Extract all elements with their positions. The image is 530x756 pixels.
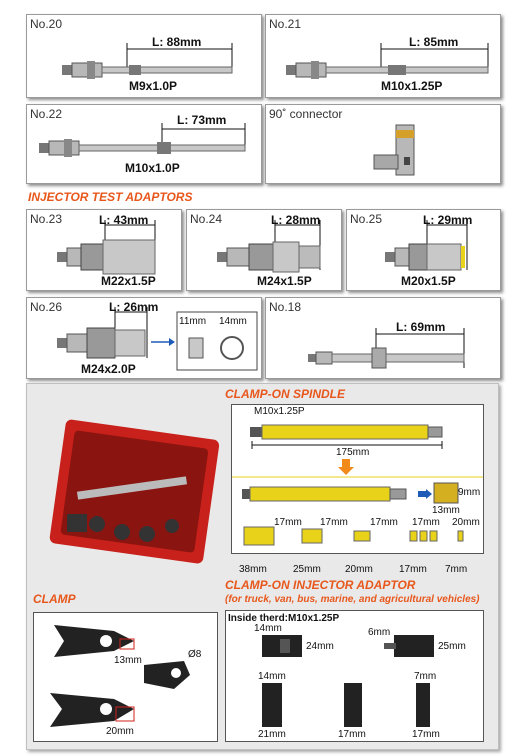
length-label: L: 29mm <box>423 213 473 227</box>
adaptor-dim-3: 6mm <box>368 627 391 638</box>
adaptor-dim-7: 21mm <box>258 729 286 740</box>
adaptor-number: No.20 <box>30 17 63 31</box>
section-title-clamp: CLAMP <box>33 592 76 606</box>
spindle-length: 175mm <box>336 447 370 458</box>
adaptor-no23-image <box>57 220 156 275</box>
thread-label: M10x1.25P <box>381 79 443 93</box>
sleeve-top-2: 17mm <box>320 517 348 528</box>
length-label: L: 73mm <box>177 113 227 127</box>
adaptor-dim-2: 24mm <box>306 641 334 652</box>
adaptor-no25-image <box>385 220 468 271</box>
adaptor-number: No.25 <box>350 212 383 226</box>
adaptor-card-no26: No.26 L: 26mm M24x2.0P 11mm 14mm <box>26 297 262 379</box>
adaptor-card-no22: No.22 L: 73mm M10x1.0P <box>26 104 262 184</box>
thread-label: M9x1.0P <box>129 79 178 93</box>
adaptor-card-no18: No.18 L: 69mm <box>265 297 501 379</box>
sleeve-bottom-1: 38mm <box>239 564 267 575</box>
sleeve-top-5: 20mm <box>452 517 480 528</box>
adaptor-card-no21: No.21 L: 85mm M10x1.25P <box>265 14 501 98</box>
adaptor-no20-image <box>62 43 233 79</box>
thread-label: M10x1.0P <box>125 161 180 175</box>
adaptor-no21-image <box>286 43 489 79</box>
clamp-drawing <box>50 625 190 727</box>
adaptor-dim-4: 25mm <box>438 641 466 652</box>
length-label: L: 26mm <box>109 300 159 314</box>
spindle-drawing <box>232 424 483 546</box>
spindle-dim-b: 13mm <box>432 505 460 516</box>
adaptor-card-no23: No.23 L: 43mm M22x1.5P <box>26 209 182 291</box>
connector-label: 90˚ connector <box>269 107 343 121</box>
clamp-section-panel: CLAMP-ON SPINDLE M10x1.25P 175mm <box>26 383 499 750</box>
spindle-box: M10x1.25P 175mm 9mm 13mm 17 <box>231 404 484 554</box>
adaptor-dim-9: 17mm <box>412 729 440 740</box>
adaptor-number: No.23 <box>30 212 63 226</box>
injector-adaptor-box: Inside therd:M10x1.25P 14mm 24mm 6mm 25m… <box>225 610 484 742</box>
clamp-dim-a: 13mm <box>114 655 142 666</box>
clamp-dim-b: 20mm <box>106 726 134 737</box>
adaptor-number: No.22 <box>30 107 63 121</box>
sleeve-bottom-3: 20mm <box>345 564 373 575</box>
adaptor-card-no24: No.24 L: 28mm M24x1.5P <box>186 209 342 291</box>
length-label: L: 43mm <box>99 213 149 227</box>
adaptor-number: No.24 <box>190 212 223 226</box>
adaptor-card-no20: No.20 L: 88mm M9x1.0P <box>26 14 262 98</box>
sleeve-bottom-4: 17mm <box>399 564 427 575</box>
clamp-dim-hole: Ø8 <box>188 649 202 660</box>
sleeve-top-1: 17mm <box>274 517 302 528</box>
adaptor-number: No.18 <box>269 300 302 314</box>
thread-label: M22x1.5P <box>101 274 156 288</box>
length-label: L: 69mm <box>396 320 446 334</box>
adaptor-dim-5: 14mm <box>258 671 286 682</box>
length-label: L: 28mm <box>271 213 321 227</box>
section-title-clamp-on-injector: CLAMP-ON INJECTOR ADAPTOR <box>225 578 416 592</box>
length-label: L: 88mm <box>152 35 202 49</box>
thread-label: M20x1.5P <box>401 274 456 288</box>
adaptor-dim-8: 17mm <box>338 729 366 740</box>
injector-adaptor-drawing <box>262 635 434 727</box>
thread-label: M24x2.0P <box>81 362 136 376</box>
connector-90-image <box>373 124 415 176</box>
adaptor-no26-image <box>57 307 258 371</box>
sleeve-top-4: 17mm <box>412 517 440 528</box>
connector-card-90: 90˚ connector <box>265 104 501 184</box>
adaptor-number: No.26 <box>30 300 63 314</box>
inside-thread-label: Inside therd:M10x1.25P <box>228 613 340 624</box>
adaptor-card-no25: No.25 L: 29mm M20x1.5P <box>346 209 501 291</box>
section-title-clamp-on-spindle: CLAMP-ON SPINDLE <box>225 387 345 401</box>
sleeve-bottom-2: 25mm <box>293 564 321 575</box>
ring-dim-b: 14mm <box>219 316 247 327</box>
spindle-dim-a: 9mm <box>458 487 481 498</box>
clamp-on-injector-subtitle: (for truck, van, bus, marine, and agricu… <box>225 594 480 605</box>
ring-dim-a: 11mm <box>179 316 207 327</box>
adaptor-no18-image <box>308 328 465 369</box>
sleeve-top-3: 17mm <box>370 517 398 528</box>
red-case-photo <box>49 419 220 564</box>
sleeve-bottom-5: 7mm <box>445 564 468 575</box>
thread-label: M24x1.5P <box>257 274 312 288</box>
adaptor-no24-image <box>217 220 321 273</box>
adaptor-no22-image <box>39 123 246 157</box>
length-label: L: 85mm <box>409 35 459 49</box>
clamp-box: 13mm Ø8 20mm <box>33 612 218 742</box>
adaptor-dim-1: 14mm <box>254 623 282 634</box>
spindle-thread: M10x1.25P <box>254 406 305 417</box>
adaptor-dim-6: 7mm <box>414 671 437 682</box>
section-title-injector-test: INJECTOR TEST ADAPTORS <box>28 190 193 204</box>
adaptor-number: No.21 <box>269 17 302 31</box>
